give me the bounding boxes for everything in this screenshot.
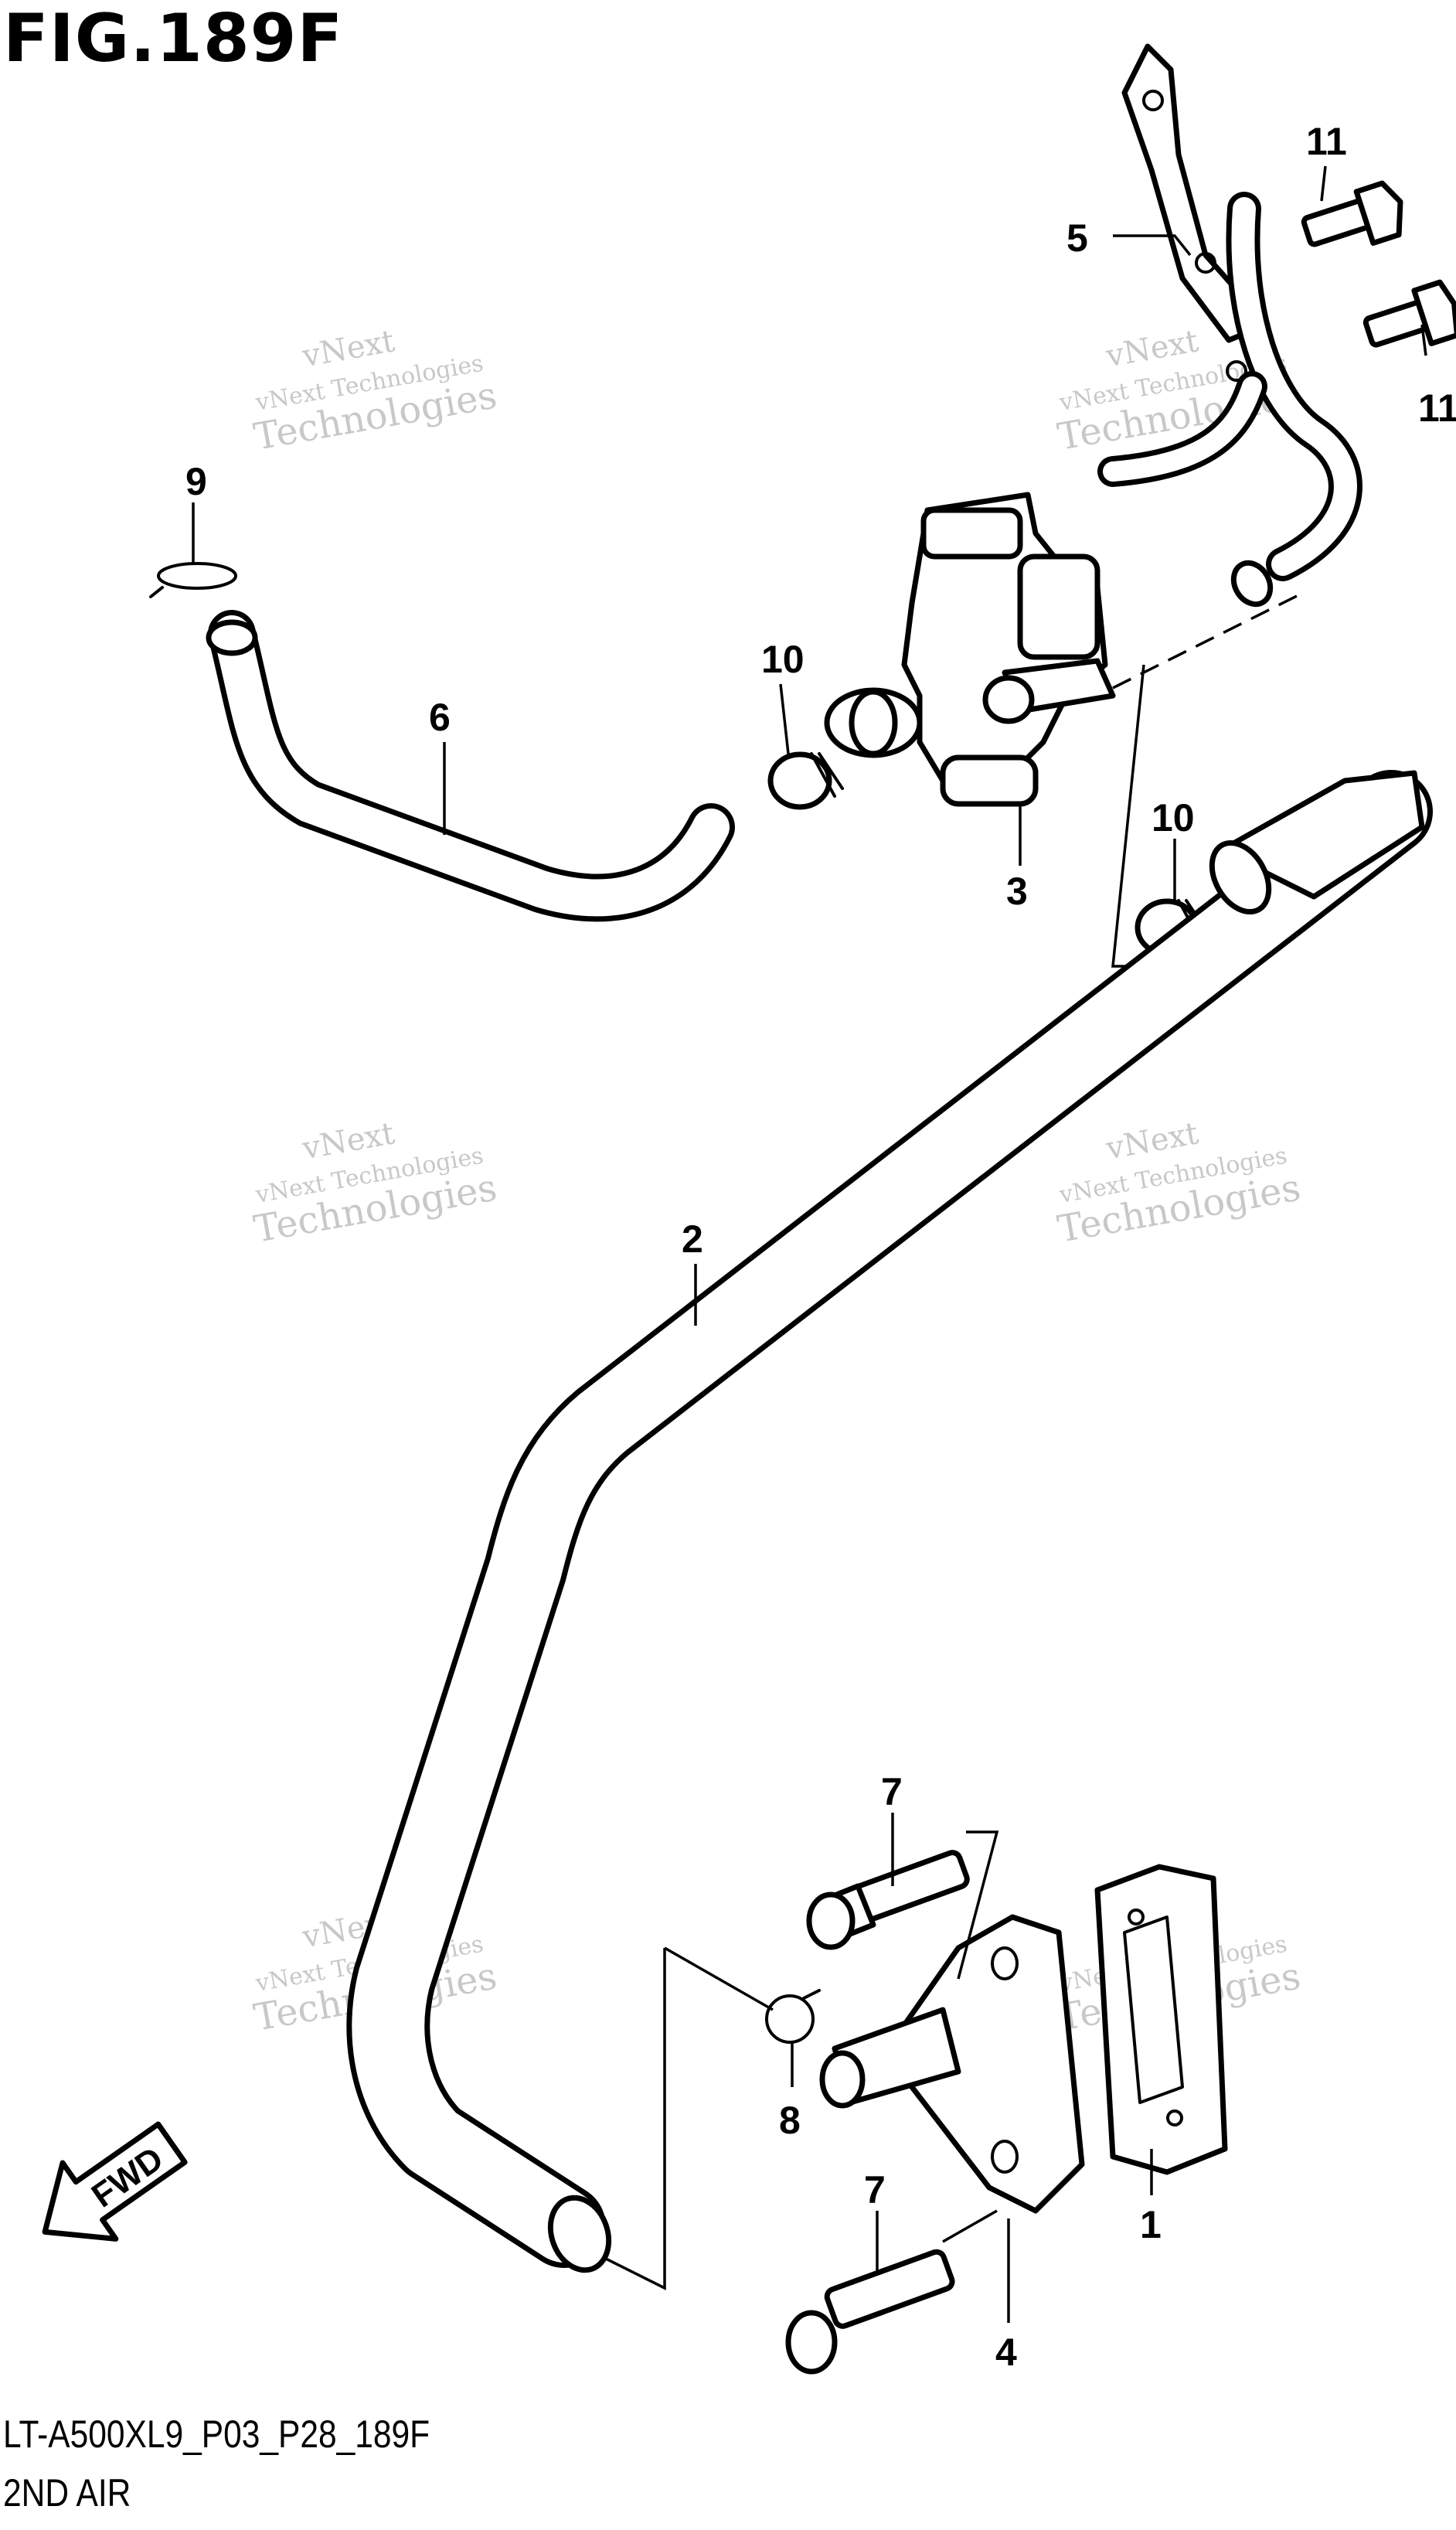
callout-7-upper: 7 — [881, 1770, 903, 1813]
callout-4: 4 — [995, 2331, 1017, 2374]
callout-11-bottom: 11 — [1418, 386, 1456, 430]
part-hose-6 — [206, 610, 735, 922]
callout-8: 8 — [779, 2099, 801, 2142]
fwd-arrow: FWD — [42, 2121, 188, 2242]
callout-2: 2 — [682, 1217, 703, 1261]
part-long-hose — [346, 770, 1433, 2273]
part-bolt-upper — [806, 1850, 970, 1950]
callout-1: 1 — [1140, 2203, 1162, 2246]
callout-11-top: 11 — [1306, 120, 1347, 163]
watermark-top-left: vNext vNext Technologies Technologies — [250, 323, 500, 459]
figure-code: LT-A500XL9_P03_P28_189F — [3, 2413, 430, 2456]
leader-lines — [192, 165, 1427, 2323]
part-clamp-ring-9 — [149, 562, 237, 598]
part-bracket — [1097, 43, 1362, 608]
part-bolt-bottom — [1362, 279, 1456, 348]
figure-title: FIG.189F — [3, 0, 344, 77]
part-bolt-lower — [785, 2249, 955, 2375]
watermark-mid-left: vNext vNext Technologies Technologies — [250, 1115, 500, 1251]
part-bolt-top — [1301, 180, 1403, 247]
callout-9: 9 — [185, 460, 207, 503]
callout-3: 3 — [1006, 870, 1028, 913]
figure-name: 2ND AIR — [3, 2471, 131, 2515]
part-air-valve — [824, 492, 1116, 807]
part-reed-cover — [819, 1914, 1085, 2214]
callout-10-lower: 10 — [1152, 796, 1195, 839]
part-hose-clamp-upper — [767, 751, 844, 810]
callout-10-upper: 10 — [761, 638, 805, 681]
watermarks: vNext vNext Technologies Technologies vN… — [250, 323, 1304, 2040]
callout-7-lower: 7 — [864, 2168, 886, 2212]
part-clamp-ring-8 — [765, 1989, 821, 2044]
watermark-mid-right: vNext vNext Technologies Technologies — [1054, 1115, 1304, 1251]
callout-6: 6 — [429, 696, 451, 739]
callout-labels: 11 5 11 9 10 6 10 3 2 7 8 1 7 4 — [185, 120, 1456, 2374]
part-gasket — [1094, 1864, 1228, 2175]
callout-5: 5 — [1066, 216, 1088, 260]
